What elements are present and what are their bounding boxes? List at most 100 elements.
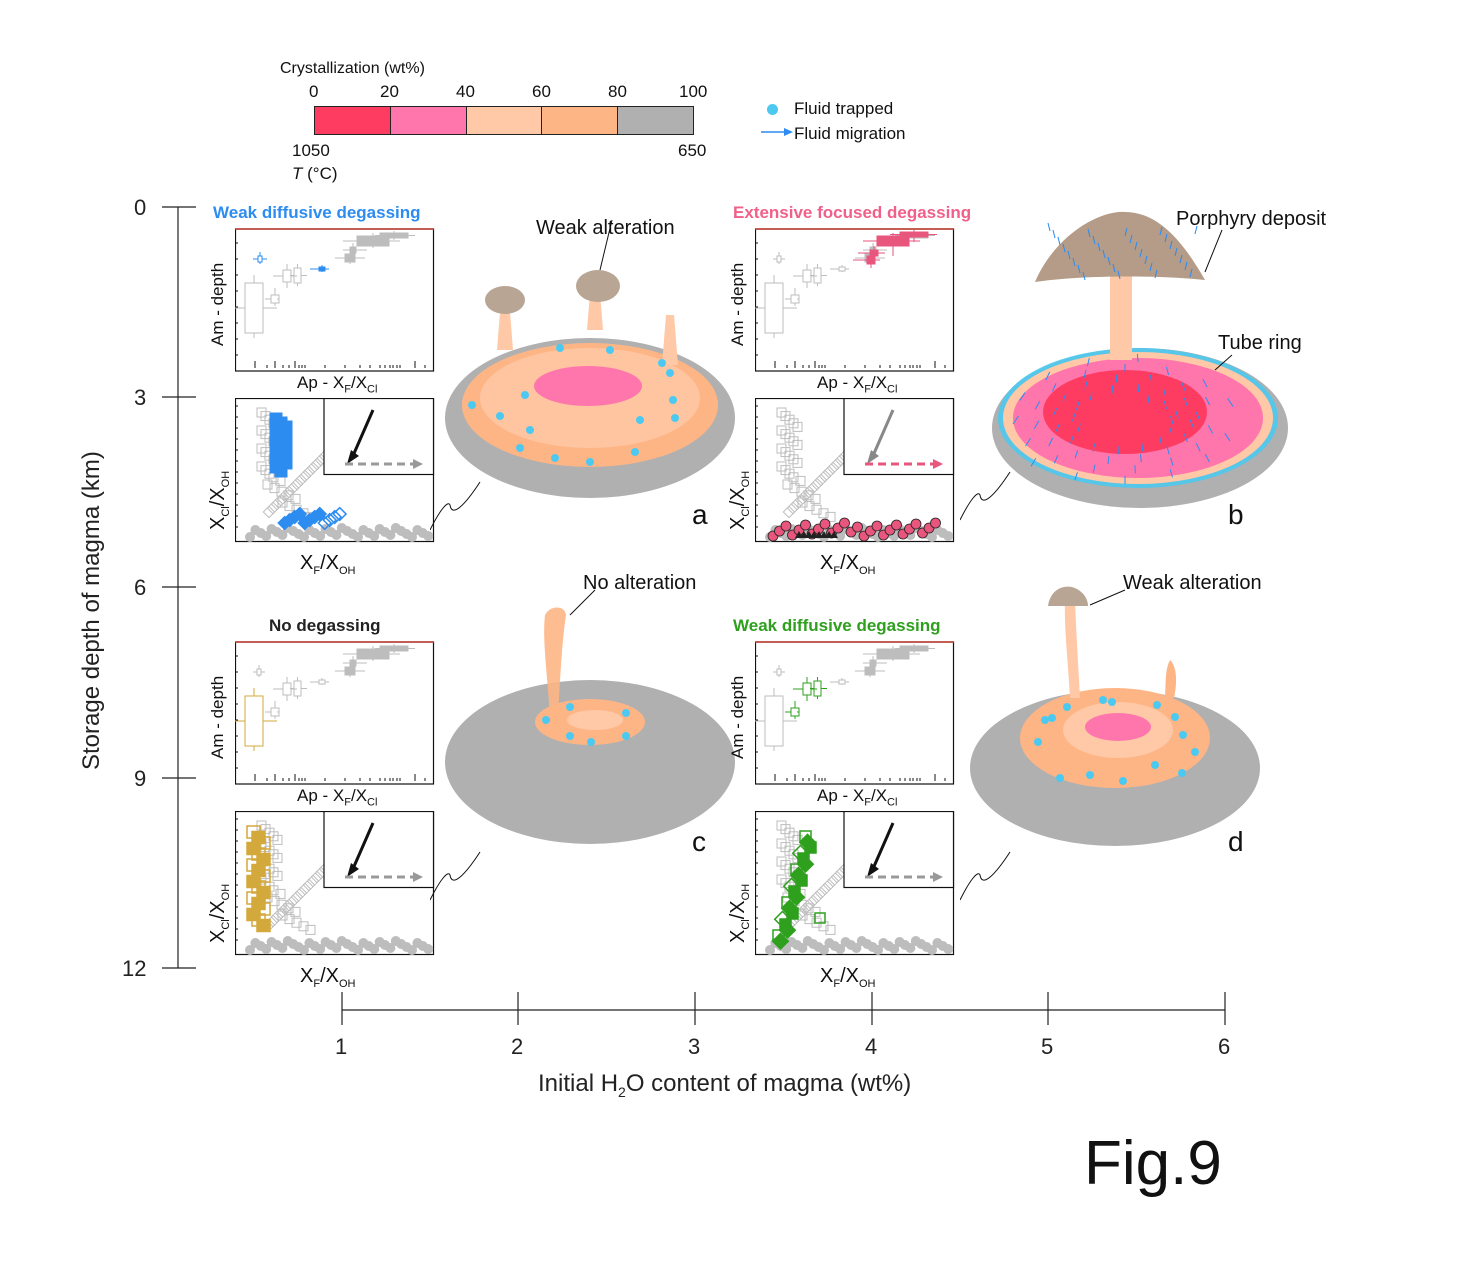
data-point [407,945,417,955]
depth-axis-label: Storage depth of magma (km) [78,451,105,770]
fluid-trapped-dot [526,426,534,434]
fluid-trapped-dot [669,396,677,404]
data-point [294,886,308,900]
data-point [274,493,288,507]
box-plot-box [813,267,822,284]
box-plot-box [899,231,929,238]
depth-tick-label: 6 [134,575,147,600]
fluid-trapped-dot [1179,731,1187,739]
water-tick-label: 6 [1218,1034,1231,1059]
water-tick-label: 4 [865,1034,878,1059]
temperature-low: 650 [678,141,707,160]
fluid-trapped-dot [1063,703,1071,711]
data-point [331,943,342,953]
data-point [797,943,808,953]
fluid-migration-arrow [1154,269,1158,279]
fluid-migration-arrow [1082,271,1086,281]
data-point [804,501,815,512]
cl-oh-ylabel: XCl/XOH [727,884,752,943]
data-point [275,888,286,899]
box-plot-box [838,679,846,685]
data-point [905,943,916,953]
data-point [802,485,816,499]
fluid-migration-arrow [1084,381,1088,390]
trend-inset [323,811,435,889]
data-point [789,483,800,494]
magma-chamber-diagram [960,211,1288,521]
box-plot-box [869,249,879,257]
highlight-point [910,518,922,530]
data-point [269,483,280,494]
box-plot-box [244,282,264,334]
data-point [277,530,288,540]
data-point [315,531,326,541]
arrowhead-icon [347,863,359,877]
data-point [310,457,324,471]
fluid-migration-arrow [1124,227,1128,237]
fluid-migration-arrow [1139,248,1143,258]
highlight-point [292,506,308,522]
fluid-trapped-dot [666,369,674,377]
highlight-point [819,518,831,530]
panel-letter: d [1228,826,1244,857]
fluid-migration-arrow [1184,261,1188,271]
data-point [270,910,284,924]
box-plot-box [876,235,910,247]
fluid-conduit [1064,600,1080,698]
fluid-migration-arrow [1174,247,1178,257]
fluid-migration-arrow [1052,229,1056,239]
fluid-trapped-dot [1041,716,1049,724]
fluid-migration-arrow [1047,222,1051,232]
fluid-migration-arrow [1134,241,1138,251]
fluid-trapped-dot [1153,701,1161,709]
box-plot-box [270,294,280,304]
panel-title: Weak diffusive degassing [213,203,421,222]
fluid-migration-arrow [1169,240,1173,250]
magma-chamber-diagram [960,586,1260,901]
fluid-trapped-dot [556,344,564,352]
fluid-migration-arrow [1057,236,1061,246]
data-point [765,945,775,955]
highlight-point [322,512,338,528]
amphibole-depth-boxplot [235,228,435,372]
box-plot-box [344,666,356,676]
fluid-trapped-dot [586,458,594,466]
apatite-ratio-xlabel-part: Cl [887,796,898,809]
box-plot-box [293,267,302,284]
cl-oh-ylabel-part: /X [727,487,749,507]
alteration-cap [1048,586,1088,606]
data-point [290,477,304,491]
water-content-axis [341,992,1226,1025]
box-plot-box [349,659,357,667]
fluid-migration-arrow [1107,256,1111,266]
box-plot-box [256,668,262,676]
fluid-trapped-dot [1191,748,1199,756]
fluid-migration-arrow [1117,270,1121,280]
connector-line [430,481,481,531]
apatite-ratio-xlabel-part: Cl [367,796,378,809]
f-oh-xlabel-part: X [300,965,314,987]
magma-core [1043,370,1207,454]
cl-oh-ylabel-part: /X [207,900,229,920]
cl-oh-ylabel-part: /X [727,900,749,920]
depth-tick-label: 9 [134,766,147,791]
apatite-ratio-xlabel-part: F [864,383,871,396]
fluid-trapped-dot [1151,761,1159,769]
fluid-migration-arrow [1067,250,1071,260]
fluid-migration-arrow [1204,453,1210,463]
fluid-trapped-dot [521,391,529,399]
fluid-migration-arrow [1195,411,1201,421]
box-plot-box [790,707,800,717]
fluid-trapped-dot [606,346,614,354]
cl-oh-ylabel-part: Cl [220,919,232,930]
box-plot-box [356,648,390,660]
f-oh-xlabel-part: /X [320,552,339,574]
amphibole-depth-boxplot [235,641,435,785]
data-point [299,532,309,542]
panel-title: Weak diffusive degassing [733,616,941,635]
arrowhead-icon [413,459,423,469]
data-point [803,903,814,914]
data-point [298,921,309,932]
temperature-high: 1050 [292,141,330,160]
fluid-migration-arrow [1139,454,1142,463]
